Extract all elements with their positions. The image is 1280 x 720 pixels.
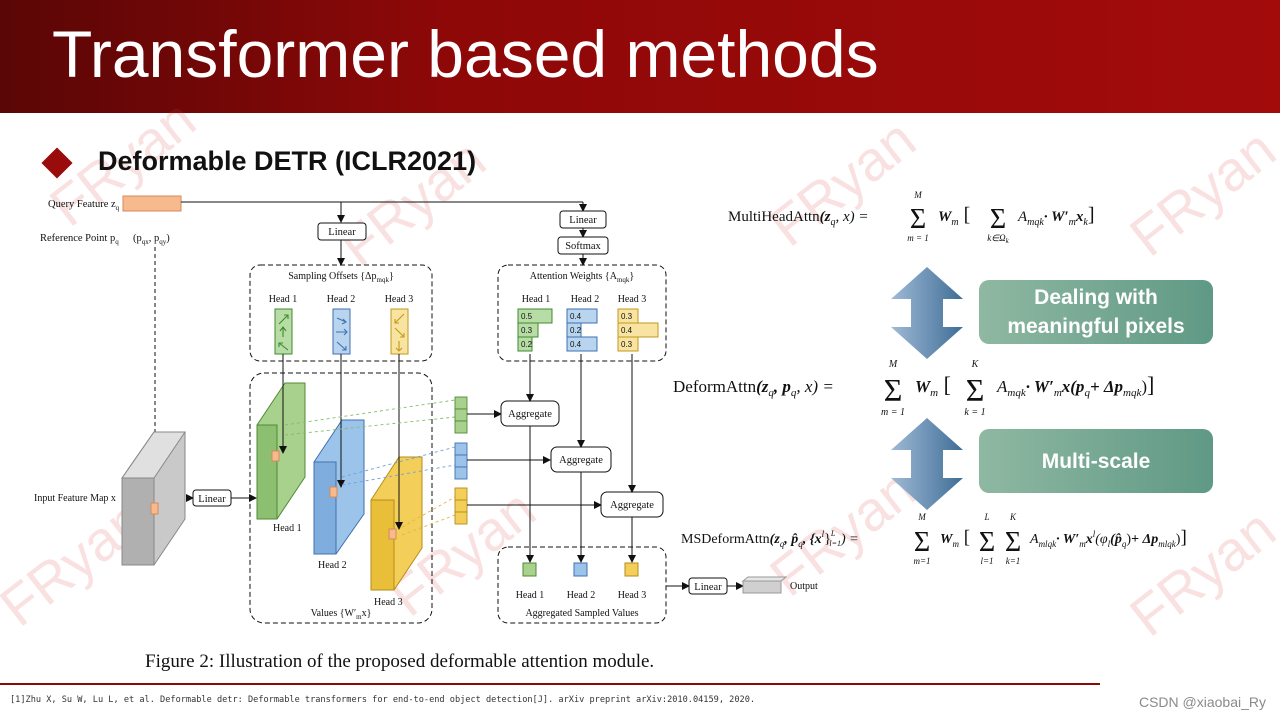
svg-text:k=1: k=1	[1006, 556, 1021, 566]
weight-head3-1: 0.3	[621, 312, 633, 321]
svg-text:l=1: l=1	[980, 556, 993, 566]
svg-text:M: M	[917, 512, 926, 522]
svg-text:Σ: Σ	[966, 372, 985, 408]
output-bar	[741, 576, 788, 582]
aggregate-label: Aggregate	[559, 455, 603, 466]
bullet-diamond-icon	[41, 147, 73, 179]
double-arrow-icon	[891, 267, 963, 359]
query-feature-bar	[122, 195, 182, 212]
svg-text:m=1: m=1	[913, 556, 930, 566]
attention-weights-label: Attention Weights {Amqk}	[530, 271, 634, 284]
svg-text:Wm [: Wm [	[915, 372, 951, 399]
sampling-offsets-label: Sampling Offsets {Δpmqk}	[288, 271, 394, 284]
svg-text:DeformAttn(zq, pq, x) =: DeformAttn(zq, pq, x) =	[673, 377, 834, 399]
linear-label: Linear	[694, 582, 722, 593]
svg-text:k = 1: k = 1	[964, 407, 985, 418]
svg-text:Amqk· W′mx(pq+ Δpmqk)]: Amqk· W′mx(pq+ Δpmqk)]	[996, 372, 1154, 399]
reference-point-label: Reference Point pq	[40, 233, 119, 246]
softmax-label: Softmax	[565, 241, 601, 252]
svg-text:Wm [: Wm [	[938, 204, 970, 228]
input-feature-map-label: Input Feature Map x	[34, 493, 116, 504]
aggregated-values-label: Aggregated Sampled Values	[525, 608, 638, 619]
slide-subtitle: Deformable DETR (ICLR2021)	[98, 146, 477, 176]
footer-credit: CSDN @xiaobai_Ry	[1138, 694, 1266, 710]
svg-text:MultiHeadAttn(zq, x) =: MultiHeadAttn(zq, x) =	[728, 209, 869, 228]
title-banner: Transformer based methods	[0, 0, 1280, 113]
svg-text:m = 1: m = 1	[907, 233, 929, 243]
head-3-label: Head 3	[374, 597, 403, 608]
aggregate-label: Aggregate	[508, 409, 552, 420]
head-2-label: Head 2	[571, 294, 600, 305]
weight-head3-3: 0.3	[621, 340, 633, 349]
svg-text:Σ: Σ	[914, 527, 930, 558]
equation-deformable-attention: DeformAttn(zq, pq, x) = M Σ m = 1 Wm [ K…	[673, 359, 1154, 418]
svg-text:Wm [: Wm [	[940, 527, 970, 549]
head-3-label: Head 3	[618, 294, 647, 305]
equation-multihead-attention: MultiHeadAttn(zq, x) = M Σ m = 1 Wm [ Σ …	[728, 190, 1095, 245]
svg-text:Amqk· W′mxk]: Amqk· W′mxk]	[1017, 204, 1095, 228]
head-1-label: Head 1	[516, 590, 545, 601]
weight-head1-1: 0.5	[521, 312, 533, 321]
head-2-label: Head 2	[567, 590, 596, 601]
svg-text:M: M	[913, 190, 922, 200]
head-3-label: Head 3	[618, 590, 647, 601]
weight-head3-2: 0.4	[621, 326, 633, 335]
weight-head1-3: 0.2	[521, 340, 533, 349]
label-multi-scale: Multi-scale	[979, 429, 1213, 493]
head-1-label: Head 1	[273, 523, 302, 534]
head-1-label: Head 1	[269, 294, 298, 305]
svg-text:Amlqk· W′mxl(φl(p̂q)+ Δpmlqk)]: Amlqk· W′mxl(φl(p̂q)+ Δpmlqk)]	[1029, 527, 1187, 549]
svg-text:m = 1: m = 1	[881, 407, 905, 418]
svg-text:k∈Ωk: k∈Ωk	[987, 233, 1009, 245]
svg-text:Σ: Σ	[990, 204, 1006, 235]
svg-text:L: L	[983, 512, 989, 522]
query-feature-label: Query Feature zq	[48, 199, 120, 212]
svg-text:Σ: Σ	[884, 372, 903, 408]
head-3-label: Head 3	[385, 294, 414, 305]
footer-reference: [1]Zhu X, Su W, Lu L, et al. Deformable …	[10, 695, 756, 705]
svg-text:MSDeformAttn(zq, p̂q, {xl}Ll=1: MSDeformAttn(zq, p̂q, {xl}Ll=1) =	[681, 529, 859, 549]
label-meaningful-pixels: Dealing with meaningful pixels	[979, 280, 1213, 344]
svg-text:K: K	[1009, 512, 1017, 522]
slide-title: Transformer based methods	[52, 17, 879, 91]
head-2-label: Head 2	[327, 294, 356, 305]
svg-text:K: K	[971, 359, 980, 370]
linear-label: Linear	[569, 215, 597, 226]
svg-text:M: M	[888, 359, 898, 370]
weight-head2-3: 0.4	[570, 340, 582, 349]
deformable-attention-diagram: Query Feature zq Reference Point pq (pqx…	[34, 195, 818, 624]
svg-text:Σ: Σ	[979, 527, 995, 558]
attention-weights-box	[497, 264, 667, 362]
head-2-label: Head 2	[318, 560, 347, 571]
head-1-label: Head 1	[522, 294, 551, 305]
values-label: Values {W′mx}	[311, 608, 372, 621]
svg-text:Σ: Σ	[1005, 527, 1021, 558]
linear-box	[317, 222, 367, 241]
output-label: Output	[790, 581, 818, 592]
double-arrow-icon	[891, 418, 963, 510]
footer-divider	[0, 683, 1100, 685]
sampling-offsets-box	[249, 264, 433, 362]
figure-caption: Figure 2: Illustration of the proposed d…	[145, 651, 655, 672]
weight-head2-1: 0.4	[570, 312, 582, 321]
linear-label: Linear	[198, 494, 226, 505]
svg-text:Σ: Σ	[910, 204, 926, 235]
reference-coords-label: (pqx, pqy)	[133, 233, 170, 246]
aggregate-label: Aggregate	[610, 500, 654, 511]
weight-head2-2: 0.2	[570, 326, 582, 335]
weight-head1-2: 0.3	[521, 326, 533, 335]
linear-label: Linear	[328, 227, 356, 238]
aggregated-values-box	[497, 546, 667, 624]
